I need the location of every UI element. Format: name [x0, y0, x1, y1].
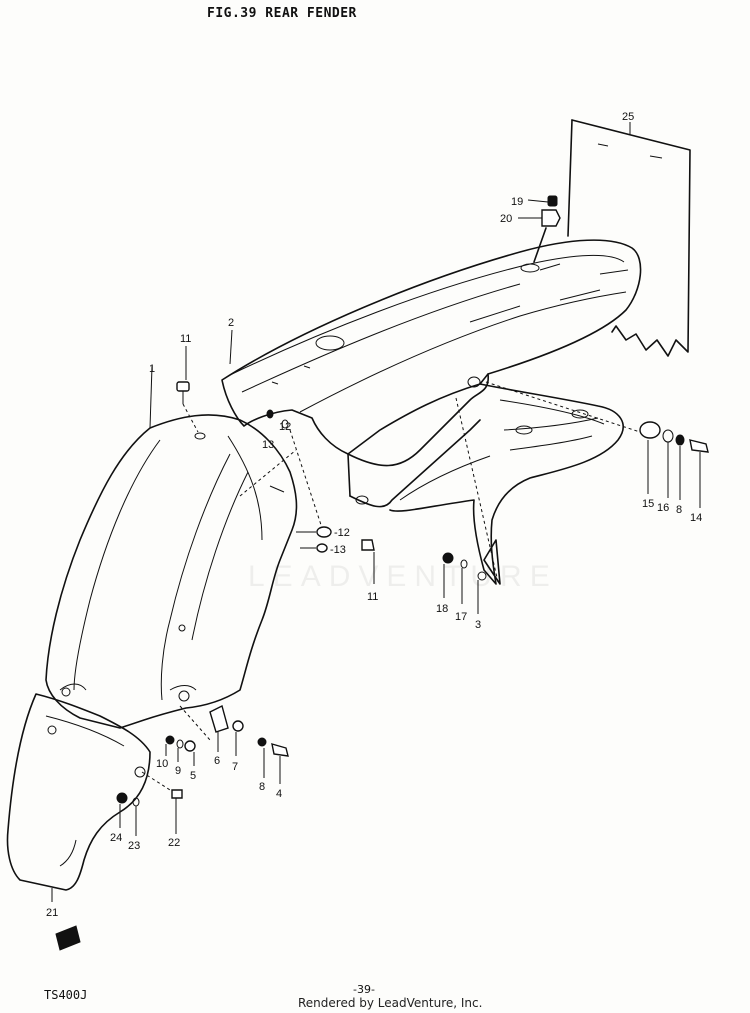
callout-3: 3 — [475, 619, 481, 631]
callout-12-lower: -12 — [334, 527, 350, 539]
callout-14: 14 — [690, 512, 702, 524]
render-credit: Rendered by LeadVenture, Inc. — [298, 996, 483, 1010]
callout-11-lower: 11 — [367, 591, 378, 603]
callout-1: 1 — [149, 363, 155, 375]
model-code: TS400J — [44, 988, 88, 1002]
mud-flap-part-21 — [6, 693, 151, 891]
callout-19: 19 — [511, 196, 523, 208]
rear-fender-part-2 — [221, 239, 642, 508]
license-plate-part-25 — [567, 119, 691, 357]
callout-24: 24 — [110, 832, 122, 844]
callout-4: 4 — [276, 788, 282, 800]
callout-23: 23 — [128, 840, 140, 852]
figure-title: FIG.39 REAR FENDER — [207, 6, 357, 21]
callout-13-upper: 13 — [262, 439, 274, 451]
callout-11-upper: 11 — [180, 333, 191, 345]
callout-8-left: 8 — [259, 781, 265, 793]
inner-fender-part-3 — [389, 383, 624, 585]
callout-labels: 25 19 20 2 11 1 13 12 -12 -13 11 15 16 8… — [46, 111, 702, 919]
page-number: -39- — [353, 983, 375, 996]
leader-lines — [51, 122, 701, 902]
callout-21: 21 — [46, 907, 58, 919]
callout-12-upper: 12 — [279, 421, 291, 433]
callout-7: 7 — [232, 761, 238, 773]
callout-6: 6 — [214, 755, 220, 767]
callout-25: 25 — [622, 111, 634, 123]
fastener-parts — [55, 381, 709, 951]
callout-18: 18 — [436, 603, 448, 615]
callout-22: 22 — [168, 837, 180, 849]
callout-13-lower: -13 — [330, 544, 346, 556]
callout-5: 5 — [190, 770, 196, 782]
callout-20: 20 — [500, 213, 512, 225]
callout-9: 9 — [175, 765, 181, 777]
plate-bolt-part-19-20 — [518, 195, 561, 263]
main-fender-part-1 — [45, 414, 298, 729]
callout-10: 10 — [156, 758, 168, 770]
callout-16: 16 — [657, 502, 669, 514]
callout-2: 2 — [228, 317, 234, 329]
callout-15: 15 — [642, 498, 654, 510]
callout-17: 17 — [455, 611, 467, 623]
callout-8-right: 8 — [676, 504, 682, 516]
